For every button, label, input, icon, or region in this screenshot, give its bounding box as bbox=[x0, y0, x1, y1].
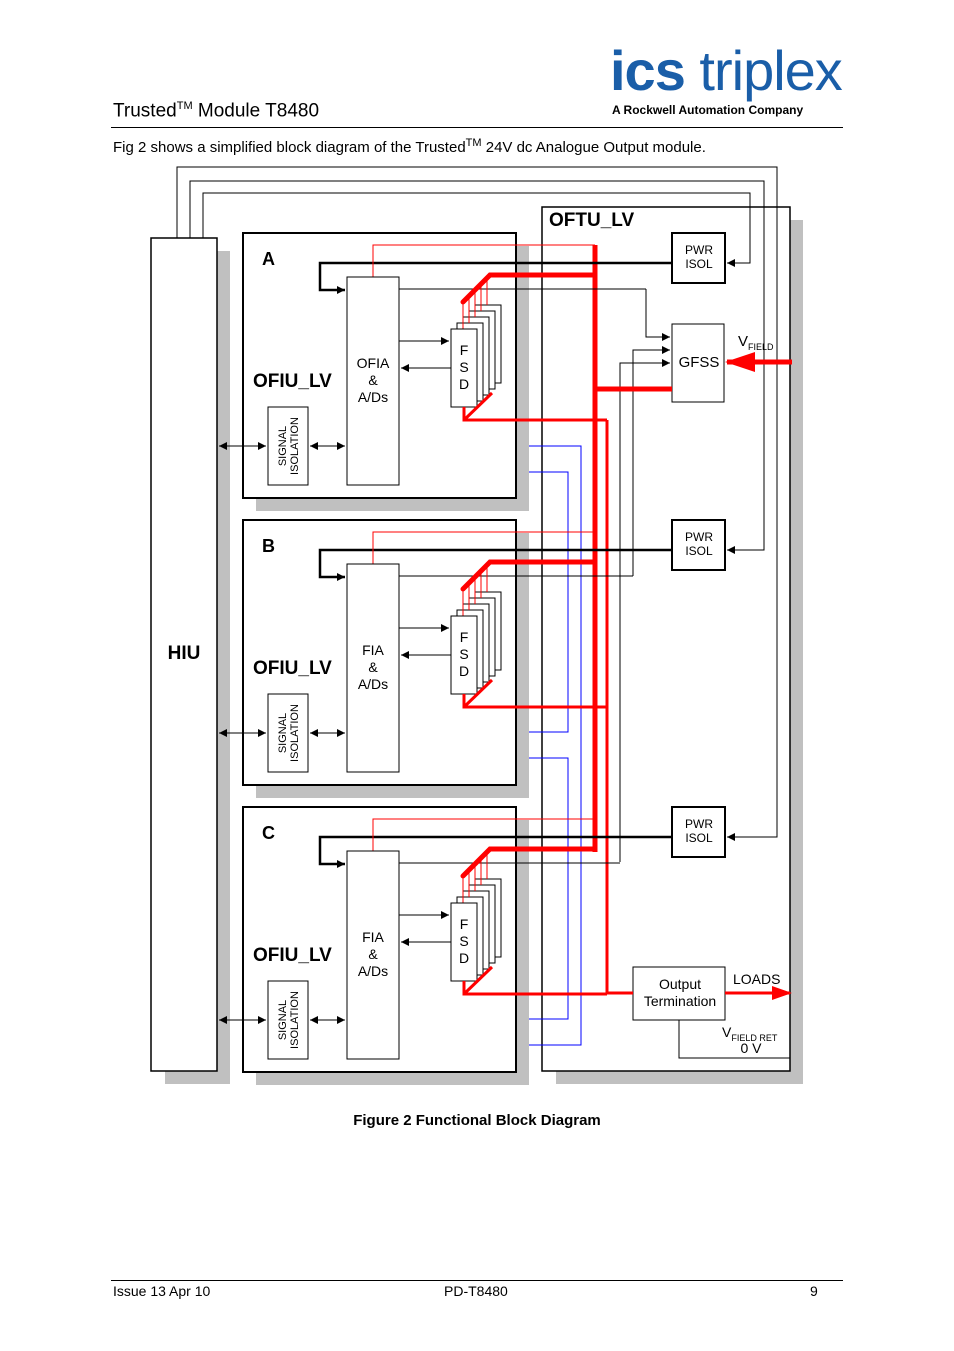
fsd-power-bus bbox=[460, 559, 598, 592]
fsd-f: F bbox=[460, 342, 469, 358]
gfss-input-a bbox=[645, 289, 670, 341]
company-logo: ics triplex bbox=[610, 38, 843, 103]
isolation-label: ISOLATION bbox=[289, 991, 301, 1049]
fsd-power-bus bbox=[460, 846, 598, 879]
fsd-power-bus bbox=[460, 272, 598, 305]
isol-label: ISOL bbox=[685, 257, 713, 271]
signal-isolation-box bbox=[267, 693, 309, 773]
module-letter: A bbox=[262, 249, 275, 269]
power-line-c bbox=[176, 166, 778, 841]
block-ads: A/Ds bbox=[358, 389, 388, 405]
gfss-input-c bbox=[619, 359, 670, 862]
fsd-return-diagonal bbox=[462, 391, 494, 422]
fsd-f: F bbox=[460, 916, 469, 932]
gfss-input-b bbox=[632, 346, 670, 576]
signal-label: SIGNAL bbox=[277, 1000, 289, 1040]
trademark: TM bbox=[176, 100, 193, 112]
power-feed-line bbox=[372, 818, 595, 851]
fsd-box bbox=[450, 328, 478, 408]
block-amp: & bbox=[368, 946, 378, 962]
fsd-return-diagonal bbox=[462, 678, 494, 709]
loads-label: LOADS bbox=[733, 971, 780, 987]
hiu-label: HIU bbox=[168, 643, 201, 664]
fsd-s: S bbox=[459, 359, 468, 375]
header-rule bbox=[111, 127, 843, 128]
figure-caption: Figure 2 Functional Block Diagram bbox=[353, 1112, 601, 1129]
fsd-f: F bbox=[460, 629, 469, 645]
power-line-a bbox=[202, 192, 751, 267]
pwr-label: PWR bbox=[685, 243, 713, 257]
trademark: TM bbox=[465, 137, 482, 149]
module-name: OFIU_LV bbox=[253, 371, 332, 392]
pwr-isol-a bbox=[671, 232, 726, 284]
isolated-power-line bbox=[318, 548, 672, 581]
power-line-b bbox=[189, 180, 765, 554]
fsd-box bbox=[450, 902, 478, 982]
signal-isolation-box bbox=[267, 980, 309, 1060]
signal-label: SIGNAL bbox=[277, 713, 289, 753]
vfield-ret-line bbox=[678, 1020, 790, 1059]
module-letter: C bbox=[262, 823, 275, 843]
fsd-s: S bbox=[459, 933, 468, 949]
block-ads: A/Ds bbox=[358, 676, 388, 692]
logo-tagline: A Rockwell Automation Company bbox=[612, 103, 804, 117]
block-ads: A/Ds bbox=[358, 963, 388, 979]
power-feed-line bbox=[372, 244, 595, 277]
signal-isolation-box bbox=[267, 406, 309, 486]
isol-label: ISOL bbox=[685, 544, 713, 558]
footer-doc-id: PD-T8480 bbox=[444, 1283, 508, 1299]
signal-label: SIGNAL bbox=[277, 426, 289, 466]
fsd-d: D bbox=[459, 376, 469, 392]
fsd-s: S bbox=[459, 646, 468, 662]
isolation-label: ISOLATION bbox=[289, 417, 301, 475]
module-letter: B bbox=[262, 536, 275, 556]
fsd-d: D bbox=[459, 663, 469, 679]
module-name: OFIU_LV bbox=[253, 658, 332, 679]
fsd-d: D bbox=[459, 950, 469, 966]
footer-rule bbox=[111, 1280, 843, 1281]
termination-label: Termination bbox=[644, 993, 716, 1009]
isolation-label: ISOLATION bbox=[289, 704, 301, 762]
pwr-isol-c bbox=[671, 806, 726, 858]
gfss-label: GFSS bbox=[679, 354, 720, 371]
intro-paragraph: Fig 2 shows a simplified block diagram o… bbox=[113, 137, 706, 156]
gfss-box bbox=[671, 323, 725, 403]
vfield-label: VFIELD bbox=[738, 333, 774, 352]
ofia-box bbox=[346, 276, 400, 486]
block-label: FIA bbox=[362, 642, 384, 658]
logo-ics: ics bbox=[610, 39, 686, 102]
pwr-label: PWR bbox=[685, 530, 713, 544]
page-number: 9 bbox=[810, 1283, 818, 1299]
block-label: FIA bbox=[362, 929, 384, 945]
ofia-box bbox=[346, 850, 400, 1060]
pwr-label: PWR bbox=[685, 817, 713, 831]
module-name: OFIU_LV bbox=[253, 945, 332, 966]
title-module: Module T8480 bbox=[197, 100, 320, 122]
block-label: OFIA bbox=[357, 355, 390, 371]
zero-volt-label: 0 V bbox=[740, 1040, 762, 1056]
power-feed-line bbox=[372, 531, 595, 564]
hiu-box bbox=[150, 237, 218, 1072]
isolated-power-line bbox=[318, 261, 672, 294]
logo-triplex: triplex bbox=[699, 39, 842, 102]
block-amp: & bbox=[368, 372, 378, 388]
isol-label: ISOL bbox=[685, 831, 713, 845]
isolated-power-line bbox=[318, 835, 672, 868]
oftu-label: OFTU_LV bbox=[549, 210, 634, 231]
vfield-ret-label: VFIELD RET bbox=[722, 1024, 778, 1043]
intro-text-end: 24V dc Analogue Output module. bbox=[485, 139, 706, 156]
document-title: TrustedTM Module T8480 bbox=[113, 100, 319, 122]
block-amp: & bbox=[368, 659, 378, 675]
pwr-isol-b bbox=[671, 519, 726, 571]
title-text: Trusted bbox=[113, 100, 177, 122]
fsd-return-diagonal bbox=[462, 965, 494, 996]
ofia-box bbox=[346, 563, 400, 773]
footer-issue: Issue 13 Apr 10 bbox=[113, 1283, 211, 1299]
intro-text: Fig 2 shows a simplified block diagram o… bbox=[113, 139, 466, 156]
output-label: Output bbox=[659, 976, 701, 992]
